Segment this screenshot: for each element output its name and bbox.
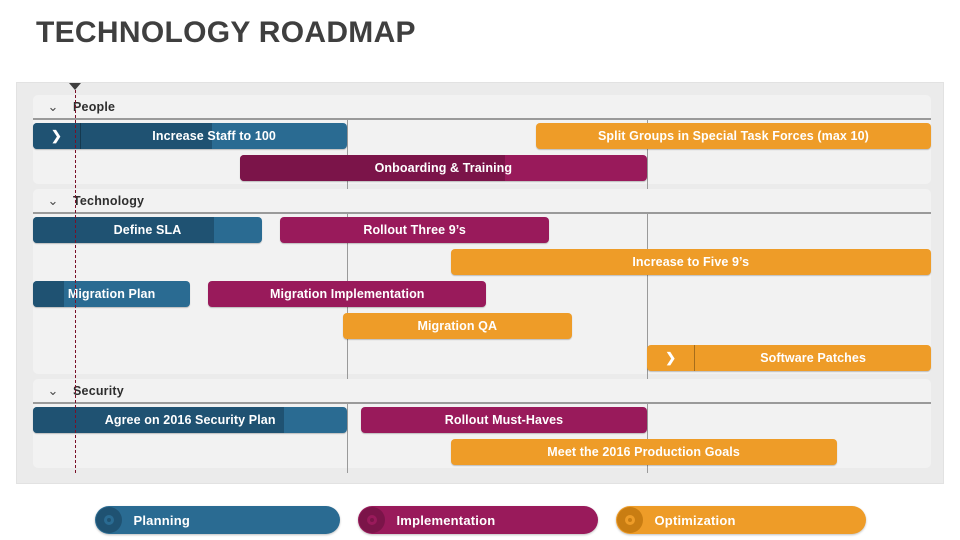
chevron-down-icon[interactable]: ⌄ [47, 193, 59, 208]
arrow-right-icon[interactable]: ❯ [33, 123, 81, 149]
task-row: Meet the 2016 Production Goals [33, 436, 931, 468]
legend-item-implementation[interactable]: Implementation [357, 506, 598, 534]
group-body: Agree on 2016 Security Plan Rollout Must-… [33, 404, 931, 468]
task-row: ❯ Software Patches [33, 342, 931, 374]
task-progress-fill [33, 407, 285, 433]
task-bar[interactable]: Define SLA [33, 217, 262, 243]
task-bar-label: Increase Staff to 100 [152, 129, 276, 143]
task-row: Migration Plan Migration Implementation [33, 278, 931, 310]
task-bar-label: Agree on 2016 Security Plan [104, 413, 276, 427]
legend-label: Optimization [654, 512, 736, 528]
task-progress-fill [33, 217, 214, 243]
task-bar[interactable]: ❯ Increase Staff to 100 [33, 123, 348, 149]
task-bar[interactable]: Agree on 2016 Security Plan [33, 407, 348, 433]
group-title: Security [73, 383, 124, 398]
task-bar[interactable]: Migration Plan [33, 281, 191, 307]
gantt-chart-inner: ⌄ People ❯ Increase Staff to 100 Split Group… [33, 83, 931, 473]
task-bar-label: Migration Implementation [270, 287, 425, 301]
task-bar-label: Split Groups in Special Task Forces (max… [597, 129, 869, 143]
task-row: Migration QA [33, 310, 931, 342]
legend-label: Planning [133, 512, 190, 528]
legend-item-planning[interactable]: Planning [94, 506, 340, 534]
task-row: Agree on 2016 Security Plan Rollout Must-… [33, 404, 931, 436]
task-bar-label: Rollout Must-Haves [444, 413, 564, 427]
donut-icon [358, 507, 385, 533]
task-bar-label: Meet the 2016 Production Goals [547, 445, 740, 459]
group-title: People [73, 99, 116, 114]
group-header-security[interactable]: ⌄ Security [33, 379, 931, 404]
task-progress-fill [33, 123, 213, 149]
task-bar[interactable]: Migration Implementation [208, 281, 487, 307]
task-row: Define SLA Rollout Three 9’s [33, 214, 931, 246]
legend-label: Implementation [396, 512, 496, 528]
task-bar[interactable]: Meet the 2016 Production Goals [450, 439, 837, 465]
group-body: ❯ Increase Staff to 100 Split Groups in Sp… [33, 120, 931, 184]
task-bar-label: Define SLA [113, 223, 182, 237]
chevron-down-icon[interactable]: ⌄ [47, 383, 59, 398]
legend: Planning Implementation Optimization [0, 506, 960, 534]
group-title: Technology [73, 193, 145, 208]
task-bar[interactable]: Rollout Three 9’s [279, 217, 550, 243]
task-bar[interactable]: Onboarding & Training [239, 155, 648, 181]
task-bar[interactable]: ❯ Software Patches [647, 345, 931, 371]
page-title: TECHNOLOGY ROADMAP [36, 16, 416, 49]
donut-icon [616, 507, 643, 533]
legend-item-optimization[interactable]: Optimization [615, 506, 866, 534]
task-bar-label: Migration QA [417, 319, 498, 333]
task-bar[interactable]: Split Groups in Special Task Forces (max… [535, 123, 931, 149]
task-bar-label: Increase to Five 9’s [632, 255, 750, 269]
task-bar[interactable]: Increase to Five 9’s [450, 249, 931, 275]
task-bar-label: Migration Plan [67, 287, 156, 301]
task-row: ❯ Increase Staff to 100 Split Groups in Sp… [33, 120, 931, 152]
task-bar-label: Rollout Three 9’s [363, 223, 466, 237]
today-marker-icon [69, 83, 82, 90]
task-group-people: ⌄ People ❯ Increase Staff to 100 Split Group… [33, 95, 931, 184]
task-bar-label: Software Patches [760, 351, 866, 365]
donut-icon [95, 507, 122, 533]
gantt-chart-panel: ⌄ People ❯ Increase Staff to 100 Split Group… [16, 82, 944, 484]
task-progress-fill [239, 155, 505, 181]
task-bar-label: Onboarding & Training [374, 161, 513, 175]
task-groups: ⌄ People ❯ Increase Staff to 100 Split Group… [33, 95, 931, 468]
task-bar[interactable]: Rollout Must-Haves [360, 407, 648, 433]
group-header-people[interactable]: ⌄ People [33, 95, 931, 120]
task-bar[interactable]: Migration QA [342, 313, 572, 339]
arrow-right-icon[interactable]: ❯ [647, 345, 696, 371]
task-row: Increase to Five 9’s [33, 246, 931, 278]
group-header-technology[interactable]: ⌄ Technology [33, 189, 931, 214]
task-progress-fill [33, 281, 65, 307]
task-row: Onboarding & Training [33, 152, 931, 184]
chevron-down-icon[interactable]: ⌄ [47, 99, 59, 114]
